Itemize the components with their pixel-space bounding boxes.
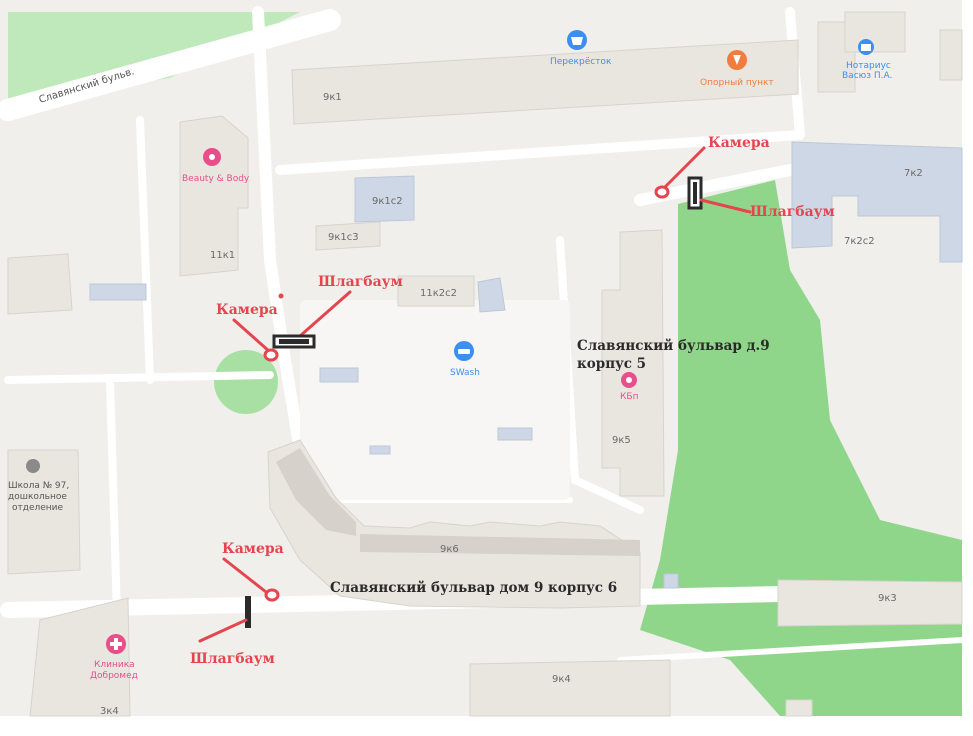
poi-perekrestok[interactable]: Перекрёсток: [550, 30, 612, 67]
camera-pointer-ne: [660, 146, 706, 192]
scan-border-bottom: [0, 716, 973, 736]
poi-clinic[interactable]: Клиника Добромед: [90, 634, 138, 681]
building-clinic[interactable]: [29, 597, 131, 717]
road-far-west: [136, 116, 154, 384]
barrier-label-ne: Шлагбаум: [750, 204, 835, 220]
kb-shape: [626, 377, 632, 383]
building-9k3[interactable]: [777, 579, 963, 627]
poi-label-swash: SWash: [450, 368, 480, 378]
road-west: [252, 6, 306, 456]
green-circle: [214, 350, 278, 414]
building-9k1c2[interactable]: [354, 175, 415, 223]
poi-label-clinic-1: Клиника: [94, 660, 135, 670]
camera-icon-ne[interactable]: [654, 185, 670, 199]
camera-label-sw: Камера: [222, 541, 284, 557]
building-11k2c2-annex[interactable]: [477, 277, 506, 313]
road-mid-west: [4, 371, 274, 384]
building-9k6[interactable]: [267, 439, 641, 609]
building-9k1c3[interactable]: [315, 221, 381, 251]
building-9k5[interactable]: [601, 229, 665, 497]
car-shape: [458, 349, 470, 354]
barrier-arm-w: [279, 339, 309, 344]
building-9k6-shade-2: [360, 534, 640, 556]
road-slavyansky: [0, 9, 341, 121]
poi-label-notarius-1: Нотариус: [846, 61, 891, 71]
briefcase-shape: [861, 44, 871, 51]
building-11k2c2[interactable]: [397, 275, 475, 307]
poi-label-school-2: дошкольное: [8, 492, 67, 502]
poi-label-clinic-2: Добромед: [90, 671, 138, 681]
small-object-park: [663, 573, 679, 589]
poi-label-notarius-2: Васюз П.А.: [842, 71, 893, 81]
building-ne[interactable]: [939, 29, 963, 81]
poi-notarius[interactable]: Нотариус Васюз П.А.: [842, 39, 893, 81]
barrier-arm-ne: [693, 182, 697, 204]
barrier-pointer-w: [298, 290, 352, 338]
barrier-label-w: Шлагбаум: [318, 274, 403, 290]
house-label-9k5: 9к5: [612, 435, 631, 446]
house-label-9k6: 9к6: [440, 544, 459, 555]
poi-label-school-3: отделение: [12, 503, 64, 513]
house-label-11k2c2: 11к2с2: [420, 288, 457, 299]
road-south-east: [617, 637, 965, 663]
poi-label-kb: КБп: [620, 392, 639, 402]
camera-dot-w: [278, 293, 284, 299]
courtyard-object-3: [369, 445, 391, 455]
courtyard: [300, 300, 570, 500]
building-9k4[interactable]: [469, 659, 671, 717]
poi-opornyi-punkt[interactable]: Опорный пункт: [700, 50, 774, 88]
address-label-k5-line1: Славянский бульвар д.9: [577, 338, 770, 354]
camera-icon-w[interactable]: [263, 348, 279, 362]
poi-beauty[interactable]: Beauty & Body: [182, 148, 250, 184]
house-label-9k4: 9к4: [552, 674, 571, 685]
camera-icon-sw[interactable]: [264, 588, 280, 602]
house-label-7k2: 7к2: [904, 168, 923, 179]
poi-school[interactable]: Школа № 97, дошкольное отделение: [8, 459, 69, 513]
house-label-9k1c2: 9к1с2: [372, 196, 403, 207]
address-label-k5-line2: корпус 5: [577, 356, 646, 372]
barrier-label-sw: Шлагбаум: [190, 651, 275, 667]
house-label-7k2c2: 7к2с2: [844, 236, 875, 247]
house-label-9k3: 9к3: [878, 593, 897, 604]
camera-label-w: Камера: [216, 302, 278, 318]
building-west[interactable]: [7, 253, 73, 315]
courtyard-object-2: [497, 427, 533, 441]
building-11k1[interactable]: [179, 115, 249, 277]
barrier-pointer-ne: [699, 198, 752, 214]
building-school[interactable]: [7, 449, 81, 575]
barrier-pointer-sw: [198, 618, 248, 643]
house-label-9k1: 9к1: [323, 92, 342, 103]
school-icon: [26, 459, 40, 473]
basket-shape: [571, 37, 583, 45]
barrier-icon-sw[interactable]: [245, 596, 251, 628]
building-7k2[interactable]: [791, 141, 963, 263]
courtyard-object: [319, 367, 359, 383]
road-north: [275, 130, 805, 175]
poi-swash[interactable]: SWash: [450, 341, 480, 378]
building-notary-top[interactable]: [844, 11, 906, 53]
address-label-k6: Славянский бульвар дом 9 корпус 6: [330, 580, 617, 596]
house-label-3k4: 3к4: [100, 706, 119, 717]
house-label-11k1: 11к1: [210, 250, 235, 261]
beauty-shape: [209, 154, 215, 160]
building-9k1[interactable]: [291, 39, 799, 125]
scan-border-right: [962, 0, 973, 736]
poi-label-opornyi: Опорный пункт: [700, 78, 774, 88]
building-south-east: [785, 699, 813, 717]
poi-label-beauty: Beauty & Body: [182, 174, 250, 184]
poi-label-school-1: Школа № 97,: [8, 481, 69, 491]
camera-pointer-sw: [222, 557, 268, 594]
camera-label-ne: Камера: [708, 135, 770, 151]
poi-kb[interactable]: КБп: [620, 372, 639, 402]
building-west-small[interactable]: [89, 283, 147, 301]
house-label-9k1c3: 9к1с3: [328, 232, 359, 243]
camera-pointer-w: [232, 318, 272, 354]
police-shape: [733, 55, 741, 65]
cross-shape: [110, 638, 122, 650]
poi-label-perekrestok: Перекрёсток: [550, 57, 612, 67]
building-9k6-shade: [276, 448, 356, 536]
